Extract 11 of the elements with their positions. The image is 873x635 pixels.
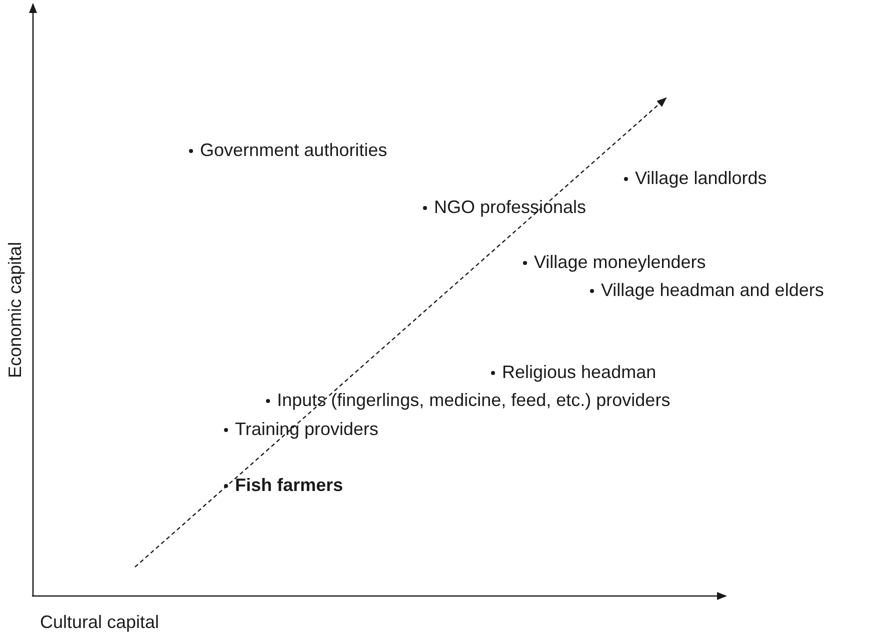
actor-label: NGO professionals (434, 196, 586, 218)
actor-label: Training providers (235, 418, 378, 440)
actor-label: Village moneylenders (534, 251, 706, 273)
actor-label: Village landlords (635, 167, 767, 189)
actor-label: Inputs (fingerlings, medicine, feed, etc.) providers (277, 389, 670, 411)
actor-label: Village headman and elders (601, 279, 824, 301)
axis-label: Economic capital (4, 242, 26, 378)
actor-label: Government authorities (200, 139, 388, 161)
actor-label: Religious headman (502, 361, 656, 383)
actor-label: Fish farmers (235, 474, 344, 496)
axis-label: Cultural capital (40, 611, 160, 633)
